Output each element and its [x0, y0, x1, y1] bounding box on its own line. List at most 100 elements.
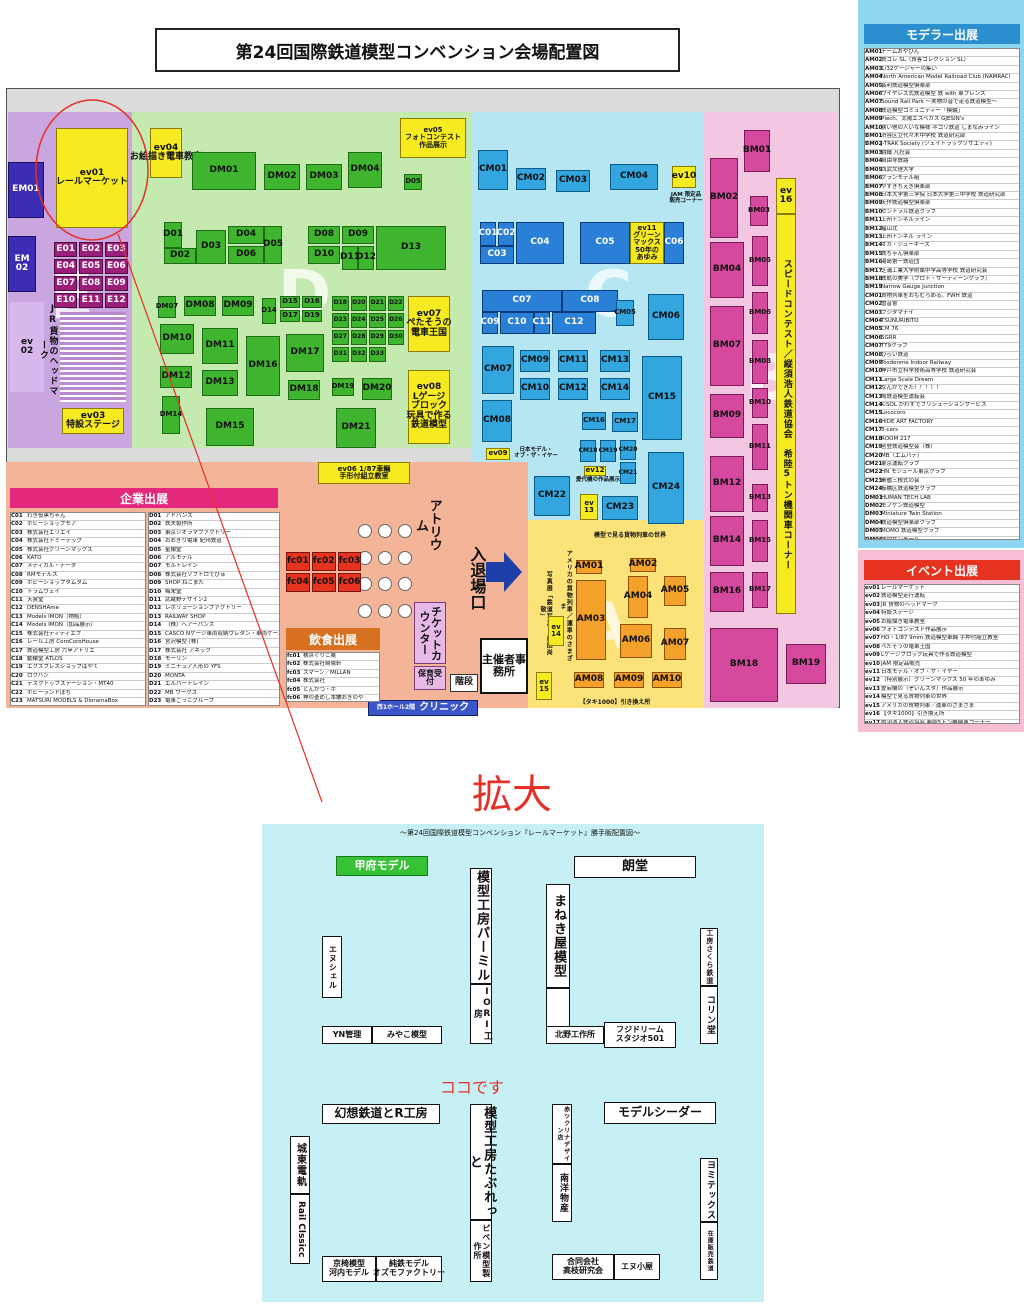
booth-d02[interactable]: D02 — [164, 248, 196, 264]
booth-am06[interactable]: AM06 — [620, 624, 652, 658]
booth-am09[interactable]: AM09 — [614, 672, 644, 688]
booth-cm05[interactable]: CM05 — [614, 300, 636, 326]
booth-c03[interactable]: C03 — [480, 246, 514, 264]
booth-e[interactable]: E08 — [79, 276, 103, 291]
booth-dm19[interactable]: DM19 — [332, 378, 354, 396]
booth-dm18[interactable]: DM18 — [288, 380, 320, 400]
booth-c02[interactable]: C02 — [496, 222, 516, 246]
hosho-counter[interactable]: 保育受付 — [414, 666, 446, 690]
booth-cm19[interactable]: CM19 — [599, 440, 617, 462]
booth-dm04[interactable]: DM04 — [348, 152, 382, 188]
booth-cm09[interactable]: CM09 — [520, 350, 550, 372]
booth-bm19[interactable]: BM19 — [786, 644, 826, 684]
jouto[interactable]: 城東電軌 — [290, 1136, 310, 1194]
booth-cm24[interactable]: CM24 — [648, 452, 684, 524]
booth-d12[interactable]: D12 — [356, 246, 376, 270]
speed-contest-strip[interactable]: スピードコンテスト／縦須浩人鉄道協会 希陸5トン機関車コーナー — [776, 214, 796, 614]
booth-d04[interactable]: D04 — [228, 226, 264, 244]
booth-dm03[interactable]: DM03 — [306, 164, 342, 190]
booth-fc[interactable]: fc01 — [286, 552, 310, 571]
kofu-model[interactable]: 甲府モデル — [336, 856, 428, 876]
booth-fc[interactable]: fc05 — [311, 573, 336, 592]
booth-fc[interactable]: fc03 — [337, 552, 362, 571]
booth-ev16[interactable]: ev 16 — [776, 178, 796, 214]
fuji-dream[interactable]: フジドリーム スタジオ501 — [604, 1022, 676, 1048]
booth-dm15[interactable]: DM15 — [206, 408, 254, 446]
iori[interactable]: IORI工房 — [470, 984, 492, 1044]
booth-bm11[interactable]: BM11 — [749, 424, 771, 470]
parmil[interactable]: 模型工房パーミル — [470, 868, 492, 984]
booth-dm21[interactable]: DM21 — [336, 408, 376, 448]
booth-bm10[interactable]: BM10 — [749, 388, 771, 418]
booth-d[interactable]: D26 — [387, 313, 404, 328]
booth-bm02[interactable]: BM02 — [710, 158, 738, 238]
booth-dm17[interactable]: DM17 — [286, 334, 324, 372]
booth-d[interactable]: D18 — [332, 296, 349, 311]
booth-e[interactable]: E12 — [104, 293, 128, 308]
booth-d[interactable]: D22 — [387, 296, 404, 311]
booth-bm08[interactable]: BM08 — [749, 340, 771, 384]
model-cedar[interactable]: モデルシーダー — [604, 1102, 716, 1124]
booth-e[interactable]: E07 — [54, 276, 78, 291]
booth-c07[interactable]: C07 — [482, 290, 562, 312]
booth-am07[interactable]: AM07 — [661, 628, 689, 660]
booth-dm08[interactable]: DM08 — [184, 296, 216, 316]
booth-e[interactable]: E02 — [79, 242, 103, 257]
booth-cm18[interactable]: CM18 — [579, 440, 597, 462]
booth-bm18[interactable]: BM18 — [710, 628, 778, 702]
booth-cm17[interactable]: CM17 — [612, 412, 638, 432]
junken-model[interactable]: 純鉄モデル オズモファクトリー — [373, 1256, 445, 1282]
booth-d[interactable]: D27 — [332, 330, 349, 345]
booth-d16[interactable]: D16 — [302, 296, 322, 308]
booth-dm20[interactable]: DM20 — [362, 378, 392, 400]
booth-d17[interactable]: D17 — [280, 310, 300, 322]
booth-d[interactable]: D25 — [369, 313, 386, 328]
booth-cm16[interactable]: CM16 — [582, 412, 606, 430]
booth-d[interactable]: D31 — [332, 347, 349, 362]
booth-d05[interactable]: D05 — [263, 226, 283, 264]
booth-cm02[interactable]: CM02 — [516, 168, 546, 190]
booth-c08[interactable]: C08 — [562, 290, 618, 312]
booth-e[interactable]: E10 — [54, 293, 78, 308]
booth-c01[interactable]: C01 — [478, 222, 498, 246]
booth-e[interactable]: E05 — [79, 259, 103, 274]
booth-ev12[interactable]: ev12 — [584, 466, 606, 476]
booth-fc[interactable]: fc02 — [311, 552, 336, 571]
kitano[interactable]: 北野工作所 — [546, 1026, 604, 1044]
booth-d19[interactable]: D19 — [302, 310, 322, 322]
booth-d11[interactable]: D11 — [340, 246, 360, 270]
booth-cm22[interactable]: CM22 — [534, 476, 570, 516]
booth-cm03[interactable]: CM03 — [556, 170, 590, 192]
booth-am10[interactable]: AM10 — [652, 672, 682, 688]
clinic[interactable]: 西1ホール2階 クリニック — [368, 700, 478, 716]
booth-dm10[interactable]: DM10 — [160, 324, 194, 354]
pepan[interactable]: ピペン模型製作所 — [470, 1220, 492, 1282]
booth-fc[interactable]: fc06 — [337, 573, 362, 592]
booth-d03[interactable]: D03 — [196, 230, 226, 264]
booth-cm23[interactable]: CM23 — [602, 496, 638, 520]
booth-d15[interactable]: D15 — [280, 296, 300, 308]
booth-e[interactable]: E04 — [54, 259, 78, 274]
booth-am03[interactable]: AM03 — [576, 580, 606, 660]
booth-bm01[interactable]: BM01 — [743, 130, 771, 172]
booth-d[interactable]: D29 — [369, 330, 386, 345]
rodo[interactable]: 朗堂 — [574, 856, 696, 878]
enushel[interactable]: エヌシェル — [322, 936, 342, 998]
booth-c06[interactable]: C06 — [664, 222, 684, 264]
booth-d[interactable]: D30 — [387, 330, 404, 345]
zaiko[interactable]: 在庫販売鉄道 — [700, 1222, 718, 1280]
colin[interactable]: コリン堂 — [700, 986, 718, 1044]
booth-bm17[interactable]: BM17 — [749, 572, 771, 608]
booth-bm04[interactable]: BM04 — [710, 242, 744, 298]
booth-bm14[interactable]: BM14 — [710, 516, 744, 566]
booth-d[interactable]: D28 — [350, 330, 367, 345]
booth-dm09[interactable]: DM09 — [222, 296, 254, 316]
booth-ev14[interactable]: ev 14 — [548, 616, 564, 646]
booth-am08[interactable]: AM08 — [574, 672, 604, 688]
gensou[interactable]: 幻想鉄道とR工房 — [322, 1104, 440, 1124]
booth-d05a[interactable]: D05 — [404, 174, 422, 190]
nanyou[interactable]: 南洋物産 — [552, 1164, 572, 1222]
booth-ev02[interactable]: ev 02 — [10, 302, 44, 392]
booth-c05[interactable]: C05 — [580, 222, 630, 264]
booth-cm01[interactable]: CM01 — [478, 150, 508, 190]
